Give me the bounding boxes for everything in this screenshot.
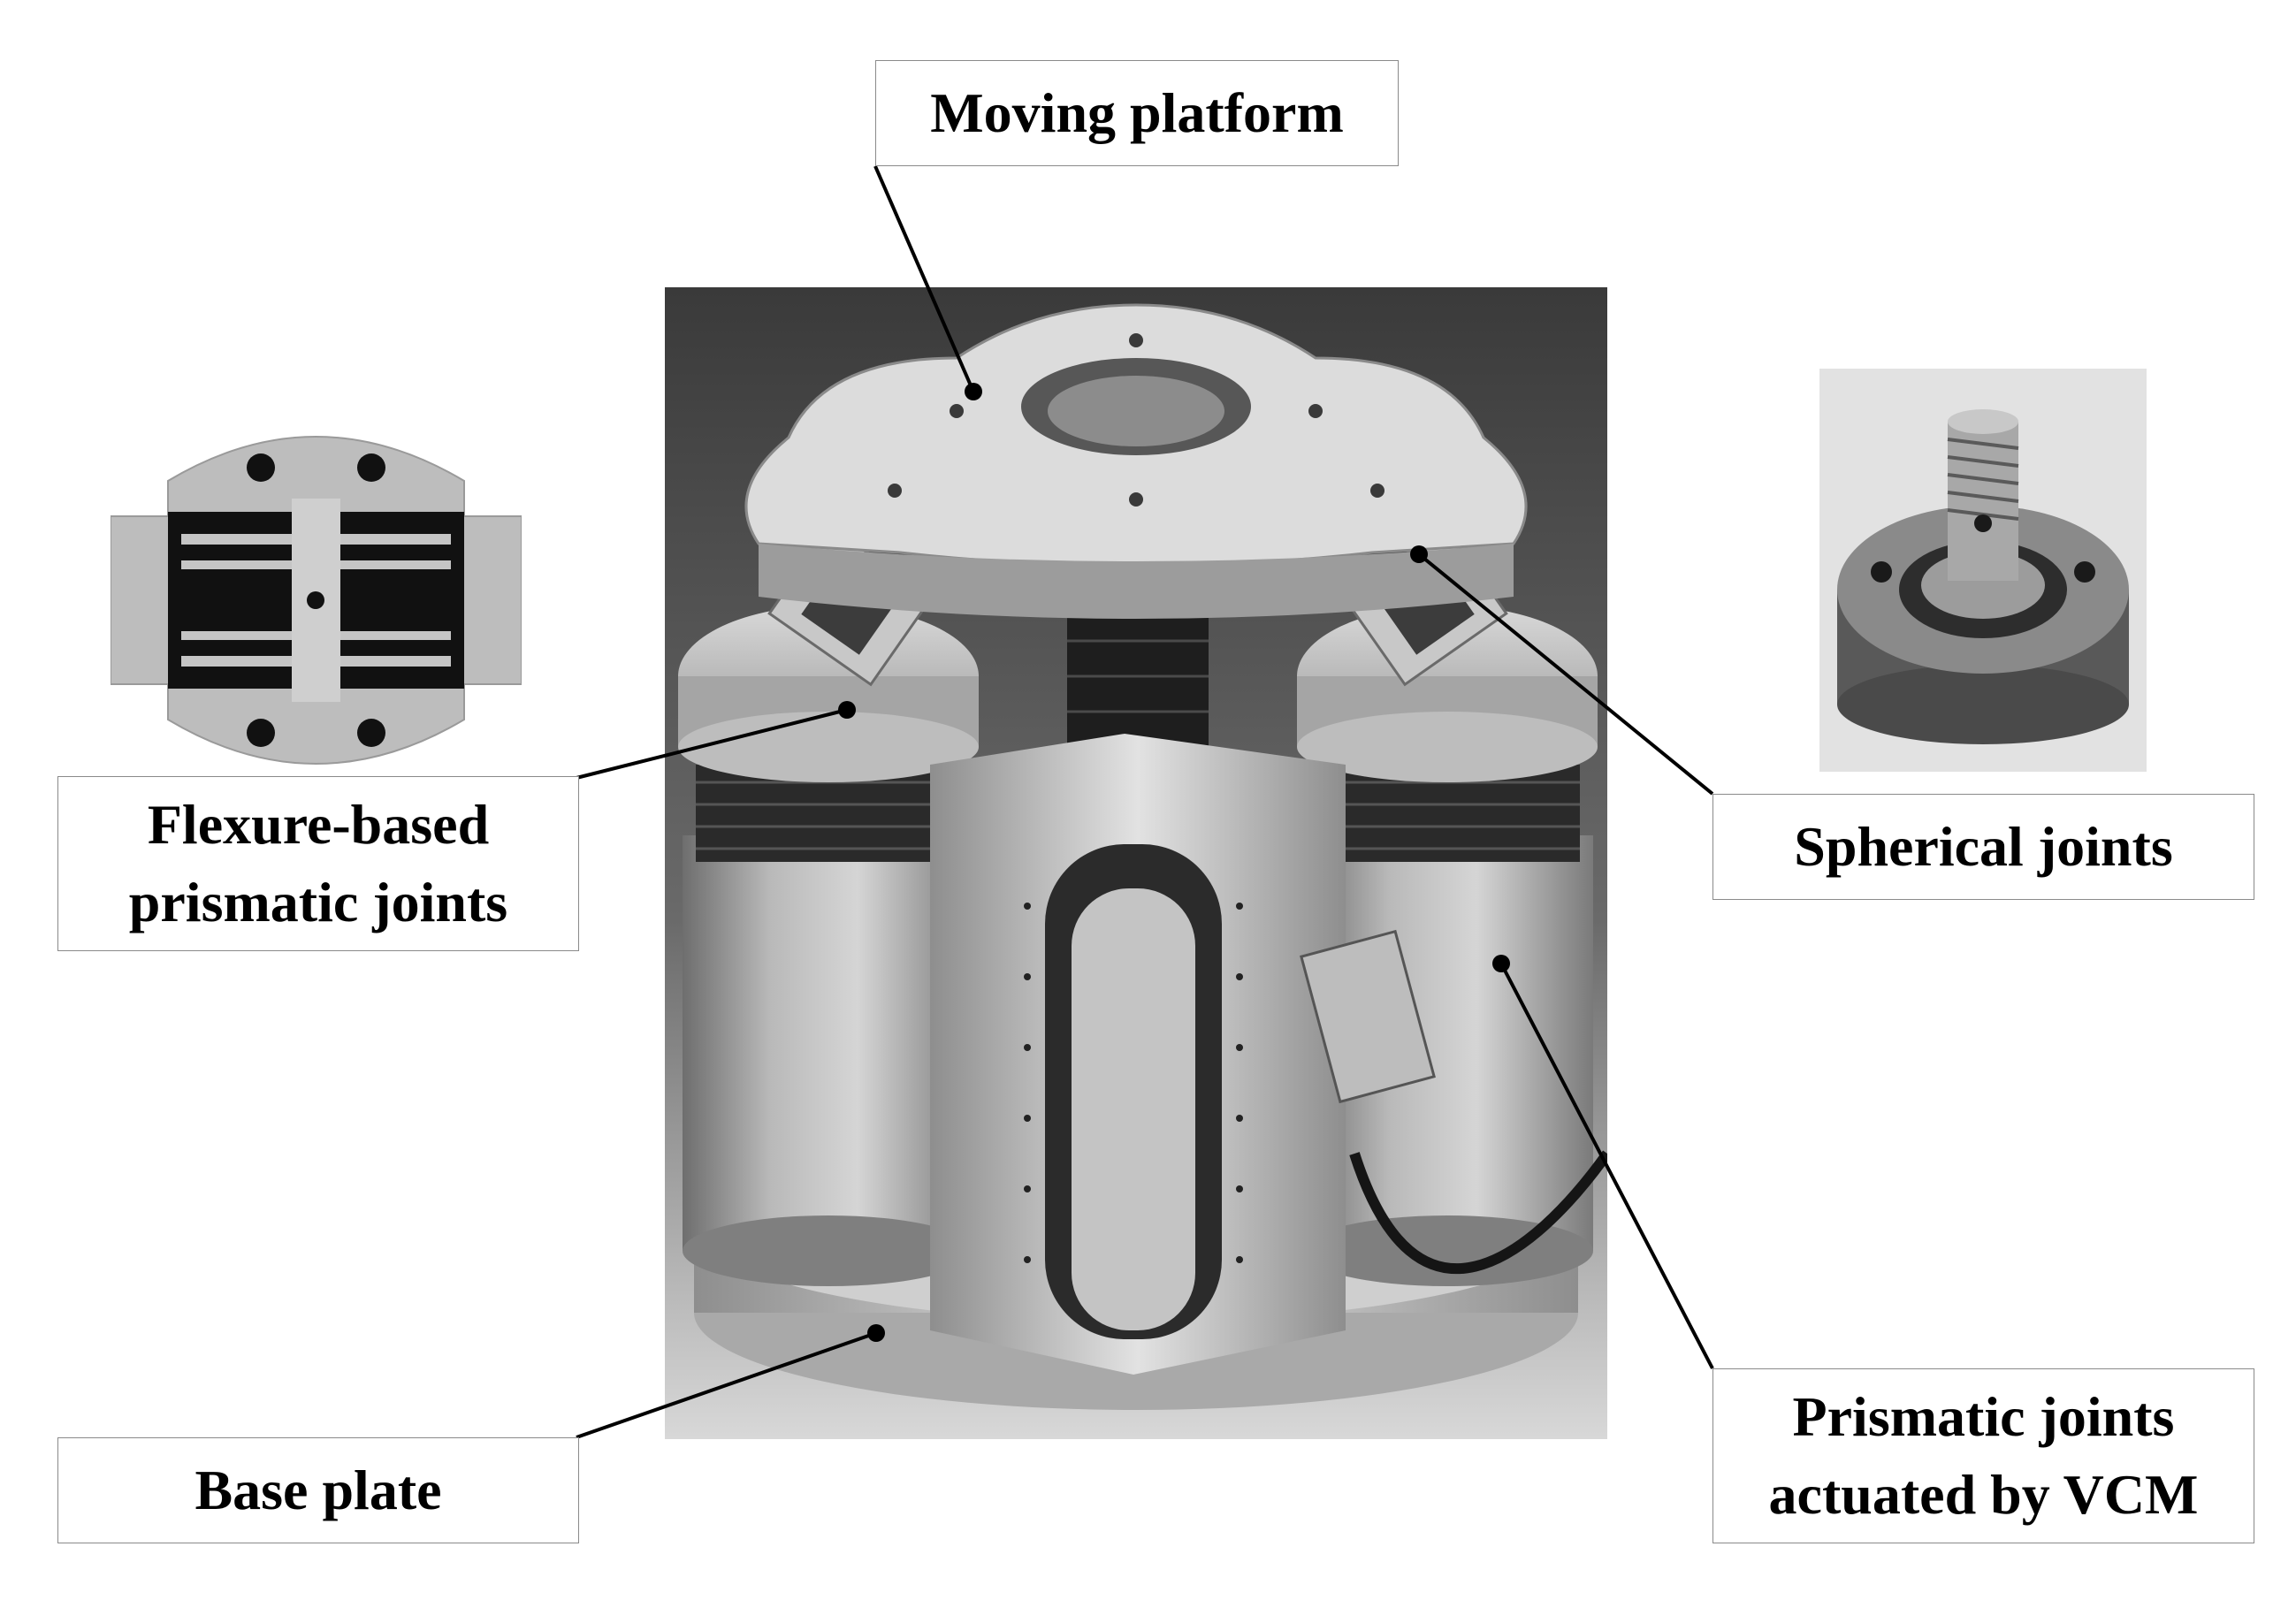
flexure-inset-photo (111, 428, 522, 773)
label-line: Base plate (195, 1459, 442, 1521)
spherical-inset-illustration (1819, 369, 2147, 772)
spherical-inset-photo (1819, 369, 2147, 772)
label-line: Moving platform (930, 81, 1344, 144)
flexure-inset-illustration (111, 428, 522, 773)
label-line: Flexure-based (147, 793, 490, 856)
label-line: Spherical joints (1794, 815, 2173, 878)
main-photo (665, 287, 1607, 1439)
label-spherical-joints: Spherical joints (1712, 794, 2254, 900)
main-photo-illustration (665, 287, 1607, 1439)
label-flexure-joints: Flexure-based prismatic joints (57, 776, 579, 951)
label-line: prismatic joints (128, 871, 508, 933)
label-line: actuated by VCM (1768, 1463, 2199, 1526)
label-line: Prismatic joints (1792, 1385, 2175, 1448)
label-base-plate: Base plate (57, 1437, 579, 1543)
label-vcm-joints: Prismatic joints actuated by VCM (1712, 1368, 2254, 1543)
label-moving-platform: Moving platform (875, 60, 1399, 166)
